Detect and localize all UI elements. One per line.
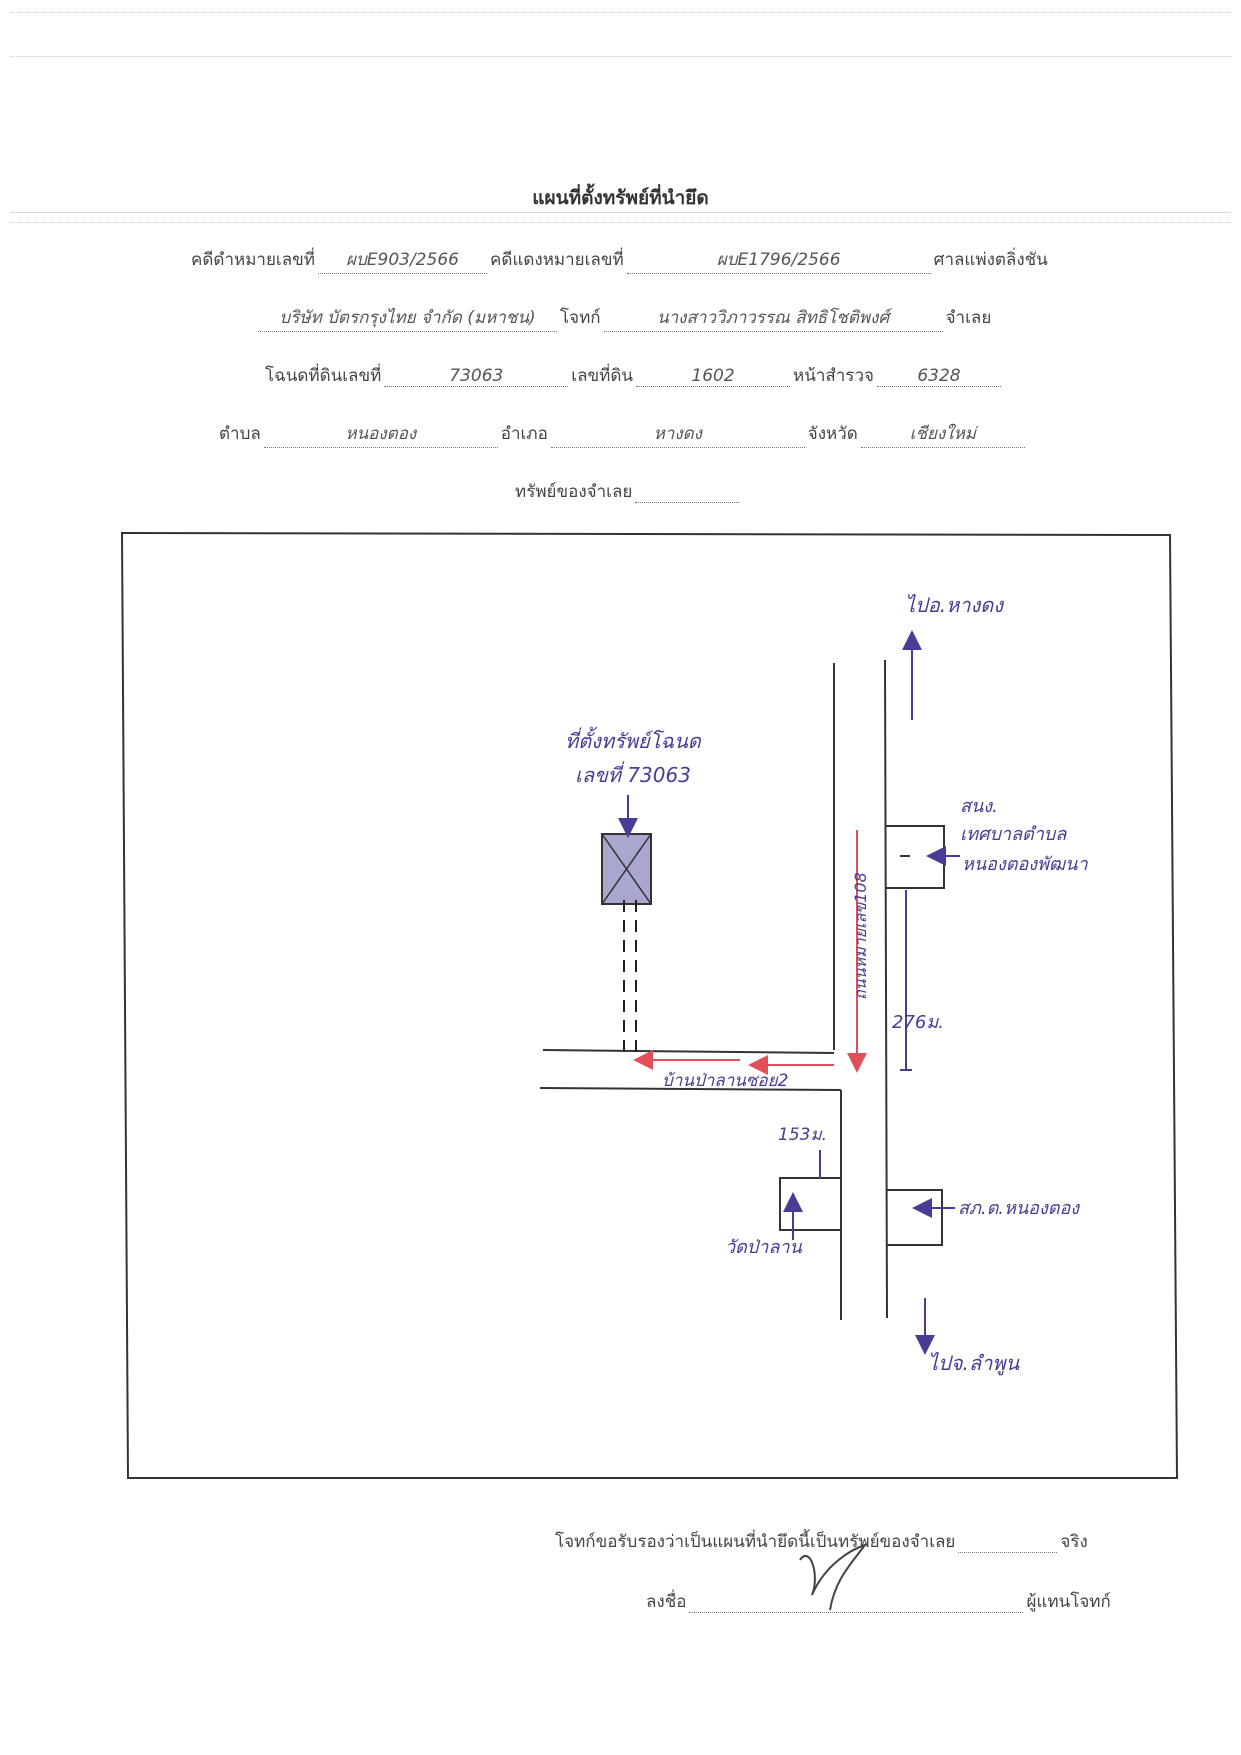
to-north-label: ไปอ.หางดง [905, 593, 1004, 617]
police-label: สภ.ต.หนองตอง [958, 1198, 1080, 1219]
highway-label: ถนนหมายเลข108 [851, 872, 870, 1000]
survey-value: 6328 [876, 366, 1001, 387]
sign-blank [689, 1592, 1024, 1613]
map-frame [120, 531, 1179, 1479]
municipality-label-2: เทศบาลตำบล [960, 824, 1067, 845]
location-row: ตำบลหนองตองอำเภอหางดงจังหวัดเชียงใหม่ [216, 420, 1025, 448]
court-name: ศาลแพ่งตลิ่งชัน [933, 250, 1048, 270]
signature-mark [799, 1543, 868, 1611]
survey-label: หน้าสำรวจ [793, 366, 874, 386]
paper-rule [10, 12, 1231, 13]
property-caption-1: ที่ตั้งทรัพย์โฉนด [565, 726, 702, 753]
police-station-box [887, 1189, 943, 1246]
certify-blank [958, 1532, 1058, 1553]
owner-row: ทรัพย์ของจำเลย [512, 478, 740, 505]
deed-value: 73063 [384, 366, 569, 387]
defendant-label: จำเลย [945, 308, 992, 328]
black-case-label: คดีดำหมายเลขที่ [191, 250, 315, 270]
temple-label: วัดป่าลาน [725, 1237, 802, 1258]
owner-label: ทรัพย์ของจำเลย [515, 482, 633, 502]
red-case-label: คดีแดงหมายเลขที่ [489, 250, 624, 270]
certify-end: จริง [1060, 1532, 1088, 1552]
certify-row: โจทก์ขอรับรองว่าเป็นแผนที่นำยึดนี้เป็นทร… [552, 1528, 1091, 1555]
plaintiff-label: โจทก์ [560, 308, 601, 328]
tambon-value: หนองตอง [263, 420, 498, 448]
soi-label: บ้านป่าลานซอย2 [662, 1071, 788, 1091]
black-case-value: ผบE903/2566 [317, 246, 487, 274]
amphoe-label: อำเภอ [500, 424, 548, 444]
paper-rule [10, 212, 1231, 213]
page-title: แผนที่ตั้งทรัพย์ที่นำยึด [532, 187, 709, 209]
municipality-label-1: สนง. [960, 796, 998, 817]
province-value: เชียงใหม่ [860, 420, 1025, 448]
defendant-name: นางสาววิภาวรรณ สิทธิโชติพงศ์ [603, 304, 943, 332]
sign-label: ลงชื่อ [646, 1592, 687, 1612]
soi-edge-bottom [539, 1087, 842, 1091]
land-no-value: 1602 [636, 366, 791, 387]
to-south-label: ไปจ.ลำพูน [928, 1351, 1021, 1376]
tambon-label: ตำบล [219, 424, 261, 444]
property-caption-2: เลขที่ 73063 [575, 761, 691, 787]
parties-row: บริษัท บัตรกรุงไทย จำกัด (มหาชน)โจทก์นาง… [258, 304, 994, 332]
owner-value [635, 482, 740, 503]
plaintiff-name: บริษัท บัตรกรุงไทย จำกัด (มหาชน) [258, 304, 557, 332]
sign-role: ผู้แทนโจทก์ [1026, 1592, 1111, 1612]
highway-edge-right [884, 659, 888, 1319]
land-no-label: เลขที่ดิน [571, 366, 634, 386]
soi-edge-top [542, 1049, 835, 1054]
paper-rule [10, 56, 1231, 57]
municipality-office-box [885, 825, 945, 889]
deed-label: โฉนดที่ดินเลขที่ [265, 366, 382, 386]
amphoe-value: หางดง [550, 420, 805, 448]
certify-text: โจทก์ขอรับรองว่าเป็นแผนที่นำยึดนี้เป็นทร… [555, 1532, 956, 1552]
dist-soi-label: 153ม. [778, 1125, 827, 1145]
province-label: จังหวัด [807, 424, 858, 444]
red-case-value: ผบE1796/2566 [626, 246, 931, 274]
paper-rule [10, 222, 1231, 223]
temple-box [779, 1177, 841, 1231]
signature-row: ลงชื่อ ผู้แทนโจทก์ [643, 1588, 1114, 1615]
municipality-label-3: หนองตองพัฒนา [962, 854, 1088, 875]
dist-main-label: 276ม. [892, 1012, 944, 1033]
